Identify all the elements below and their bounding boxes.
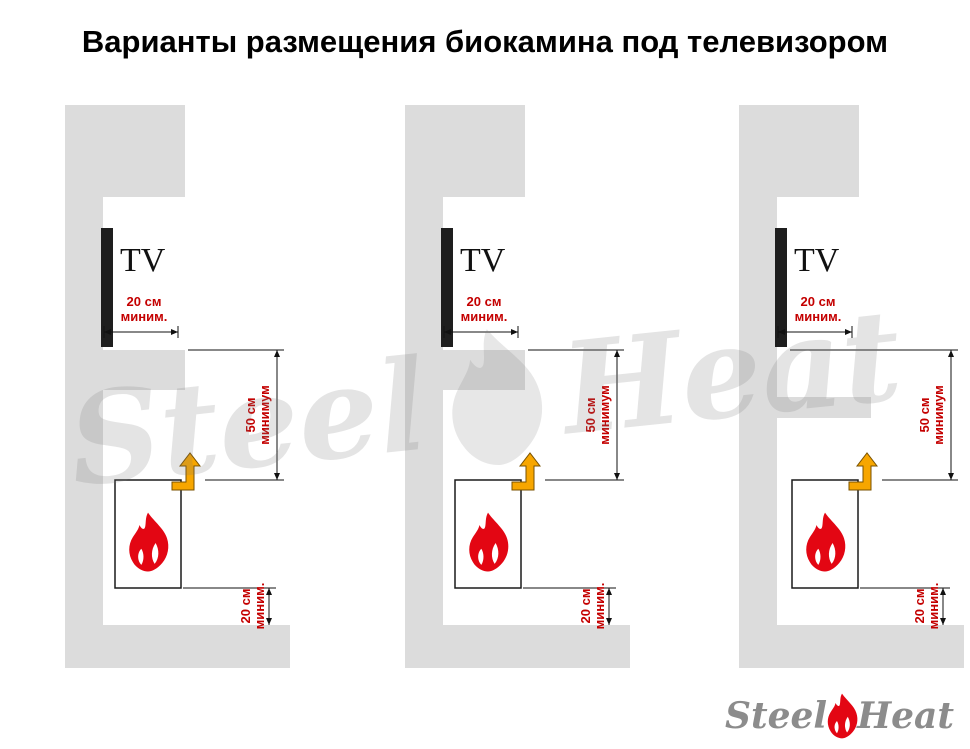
arrowhead: [845, 329, 852, 335]
dim-floor-clearance: 20 см миним.: [523, 583, 616, 630]
brand-logo: Steel Heat: [725, 690, 954, 742]
arrowhead: [511, 329, 518, 335]
wall-cross-section: [739, 105, 964, 668]
dim-floor-line2: миним.: [252, 583, 267, 630]
logo-heat-text: Heat: [857, 695, 954, 737]
arrowhead: [266, 588, 272, 595]
dim-tv-line1: 20 см: [801, 294, 836, 309]
dim-floor-line2: миним.: [926, 583, 941, 630]
dim-floor-line1: 20 см: [912, 589, 927, 624]
arrowhead: [274, 350, 280, 357]
dim-floor-line2: миним.: [592, 583, 607, 630]
arrowhead: [104, 329, 111, 335]
dim-clearance-line2: минимум: [931, 385, 946, 445]
page-title: Варианты размещения биокамина под телеви…: [81, 24, 889, 59]
dim-tv-line2: миним.: [795, 309, 842, 324]
arrowhead: [606, 618, 612, 625]
dim-clearance-line1: 50 см: [917, 398, 932, 433]
wall-cross-section: [405, 105, 630, 668]
arrowhead: [940, 588, 946, 595]
flame-icon: [469, 512, 509, 572]
arrowhead: [614, 473, 620, 480]
dim-fireplace-clearance: 50 см минимум: [188, 349, 284, 481]
placement-variant-2: TV 20 см миним. 50 см минимум 20 см мини…: [405, 105, 630, 668]
tv-label: TV: [120, 242, 166, 279]
wall-cross-section: [65, 105, 290, 668]
arrowhead: [266, 618, 272, 625]
flame-icon: [806, 512, 846, 572]
flame-icon: [129, 512, 169, 572]
heat-flow-arrow-icon: [171, 452, 202, 491]
dim-tv-clearance: 20 см миним.: [777, 294, 853, 338]
dim-floor-line1: 20 см: [578, 589, 593, 624]
logo-flame-icon: [827, 693, 858, 739]
arrowhead: [948, 350, 954, 357]
dim-clearance-line1: 50 см: [243, 398, 258, 433]
arrowhead: [606, 588, 612, 595]
arrowhead: [274, 473, 280, 480]
dim-floor-clearance: 20 см миним.: [183, 583, 276, 630]
dim-floor-clearance: 20 см миним.: [860, 583, 950, 630]
arrowhead: [940, 618, 946, 625]
tv-label: TV: [794, 242, 840, 279]
tv-side-view: [101, 228, 113, 347]
heat-flow-arrow-icon: [848, 452, 879, 491]
dim-tv-line1: 20 см: [127, 294, 162, 309]
arrowhead: [614, 350, 620, 357]
arrowhead: [778, 329, 785, 335]
dim-tv-line2: миним.: [461, 309, 508, 324]
dim-tv-line1: 20 см: [467, 294, 502, 309]
dim-tv-line2: миним.: [121, 309, 168, 324]
dim-clearance-line2: минимум: [597, 385, 612, 445]
dim-clearance-line2: минимум: [257, 385, 272, 445]
dim-tv-clearance: 20 см миним.: [103, 294, 179, 338]
arrowhead: [948, 473, 954, 480]
dim-fireplace-clearance: 50 см минимум: [528, 349, 624, 481]
dim-floor-line1: 20 см: [238, 589, 253, 624]
placement-variant-3: TV 20 см миним. 50 см минимум 20 см мини…: [739, 105, 964, 668]
tv-side-view: [775, 228, 787, 347]
tv-side-view: [441, 228, 453, 347]
arrowhead: [444, 329, 451, 335]
dim-clearance-line1: 50 см: [583, 398, 598, 433]
logo-steel-text: Steel: [725, 695, 828, 737]
placement-variant-1: TV 20 см миним. 50 см минимум 20 см мини…: [65, 105, 290, 668]
dim-tv-clearance: 20 см миним.: [443, 294, 519, 338]
heat-flow-arrow-icon: [511, 452, 542, 491]
dim-fireplace-clearance: 50 см минимум: [790, 349, 958, 481]
tv-label: TV: [460, 242, 506, 279]
arrowhead: [171, 329, 178, 335]
